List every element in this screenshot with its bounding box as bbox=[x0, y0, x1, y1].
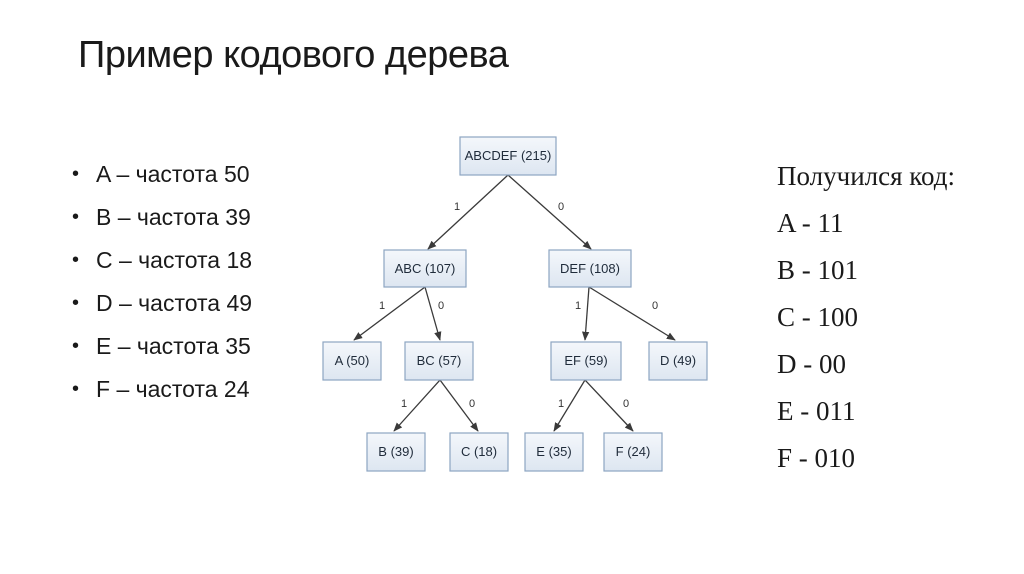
tree-node-f: F (24) bbox=[603, 432, 663, 472]
edge-bc-c bbox=[439, 379, 479, 432]
node-label: F (24) bbox=[616, 444, 651, 459]
node-label: A (50) bbox=[335, 353, 370, 368]
edge-root-def bbox=[507, 174, 592, 250]
node-box bbox=[648, 341, 708, 381]
node-label: BC (57) bbox=[417, 353, 462, 368]
tree-node-c: C (18) bbox=[449, 432, 509, 472]
list-item: • E – частота 35 bbox=[72, 324, 252, 367]
tree-node-def: DEF (108) bbox=[548, 249, 632, 288]
edge-label: 1 bbox=[379, 300, 385, 312]
frequency-e: E – частота 35 bbox=[96, 332, 251, 359]
edge-label: 1 bbox=[401, 398, 407, 410]
tree-node-root: ABCDEF (215) bbox=[459, 136, 557, 176]
node-box bbox=[524, 432, 584, 472]
frequency-b: B – частота 39 bbox=[96, 203, 251, 230]
edge-label: 1 bbox=[575, 300, 581, 312]
tree-node-a: A (50) bbox=[322, 341, 382, 381]
code-a: A - 11 bbox=[777, 208, 844, 238]
result-heading: Получился код: bbox=[777, 161, 955, 191]
node-label: EF (59) bbox=[564, 353, 607, 368]
list-item: • C – частота 18 bbox=[72, 238, 252, 281]
edge-label: 0 bbox=[652, 300, 658, 312]
tree-node-abc: ABC (107) bbox=[383, 249, 467, 288]
code-d: D - 00 bbox=[777, 349, 846, 379]
edge-label: 0 bbox=[623, 398, 629, 410]
node-label: ABCDEF (215) bbox=[465, 148, 552, 163]
node-label: DEF (108) bbox=[560, 261, 620, 276]
tree-node-ef: EF (59) bbox=[550, 341, 622, 381]
edge-ef-f bbox=[584, 379, 634, 432]
edge-bc-b bbox=[393, 379, 441, 432]
page-title: Пример кодового дерева bbox=[78, 34, 509, 76]
frequency-c: C – частота 18 bbox=[96, 246, 253, 273]
bullet-icon: • bbox=[72, 205, 80, 228]
edge-ef-e bbox=[553, 379, 586, 432]
frequency-list: • A – частота 50 • B – частота 39 • C – час… bbox=[72, 152, 252, 410]
node-label: B (39) bbox=[378, 444, 413, 459]
list-item: • D – частота 49 bbox=[72, 281, 252, 324]
bullet-icon: • bbox=[72, 162, 80, 185]
edge-root-abc bbox=[427, 174, 509, 250]
edge-abc-bc bbox=[424, 286, 442, 341]
edge-abc-a bbox=[353, 286, 426, 341]
list-item: • B – частота 39 bbox=[72, 195, 252, 238]
list-item: • F – частота 24 bbox=[72, 367, 252, 410]
edge-label: 0 bbox=[558, 201, 564, 213]
edge-label: 0 bbox=[469, 398, 475, 410]
tree-edges bbox=[353, 174, 676, 432]
node-box bbox=[404, 341, 474, 381]
bullet-icon: • bbox=[72, 334, 80, 357]
node-label: ABC (107) bbox=[395, 261, 456, 276]
node-box bbox=[449, 432, 509, 472]
node-box bbox=[383, 249, 467, 288]
edge-def-d bbox=[588, 286, 676, 341]
edge-label: 1 bbox=[558, 398, 564, 410]
node-box bbox=[459, 136, 557, 176]
tree-node-b: B (39) bbox=[366, 432, 426, 472]
node-label: D (49) bbox=[660, 353, 696, 368]
node-box bbox=[603, 432, 663, 472]
frequency-f: F – частота 24 bbox=[96, 375, 250, 402]
tree-node-d: D (49) bbox=[648, 341, 708, 381]
node-box bbox=[366, 432, 426, 472]
result-codes: Получился код: A - 11 B - 101 C - 100 D … bbox=[777, 156, 955, 485]
node-box bbox=[548, 249, 632, 288]
bullet-icon: • bbox=[72, 377, 80, 400]
tree-node-bc: BC (57) bbox=[404, 341, 474, 381]
node-box bbox=[322, 341, 382, 381]
node-box bbox=[550, 341, 622, 381]
tree-node-e: E (35) bbox=[524, 432, 584, 472]
edge-label: 1 bbox=[454, 201, 460, 213]
code-e: E - 011 bbox=[777, 396, 856, 426]
edge-def-ef bbox=[581, 286, 590, 341]
frequency-a: A – частота 50 bbox=[96, 160, 250, 187]
code-c: C - 100 bbox=[777, 302, 858, 332]
node-label: C (18) bbox=[461, 444, 497, 459]
code-b: B - 101 bbox=[777, 255, 858, 285]
edge-label: 0 bbox=[438, 300, 444, 312]
code-f: F - 010 bbox=[777, 443, 856, 473]
bullet-icon: • bbox=[72, 291, 80, 314]
bullet-icon: • bbox=[72, 248, 80, 271]
list-item: • A – частота 50 bbox=[72, 152, 252, 195]
frequency-d: D – частота 49 bbox=[96, 289, 253, 316]
node-label: E (35) bbox=[536, 444, 571, 459]
edge-labels: 1 0 1 0 1 0 1 0 1 0 bbox=[379, 201, 658, 410]
